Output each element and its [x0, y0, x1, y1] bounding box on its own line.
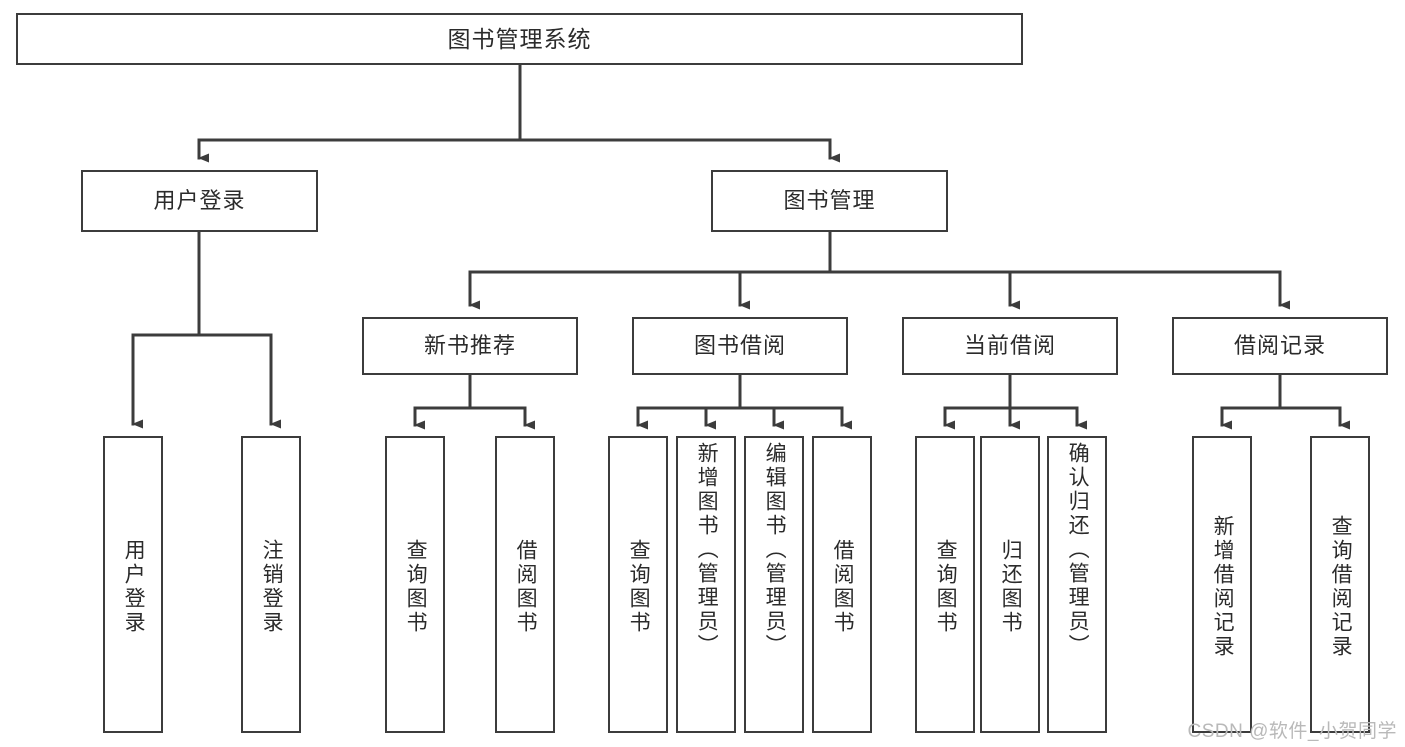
node-label: 查询图书: [934, 538, 958, 635]
node-label: 借阅图书: [514, 538, 538, 635]
node-label: 借阅图书: [831, 538, 855, 635]
node-label: 借阅记录: [1233, 333, 1326, 359]
node-label: 确认归还（管理员）: [1066, 442, 1090, 658]
node-label: 查询借阅记录: [1329, 514, 1353, 659]
node-borrow-record[interactable]: 借阅记录: [1172, 317, 1388, 375]
node-new-book-recommend[interactable]: 新书推荐: [362, 317, 578, 375]
node-leaf-confirm-return[interactable]: 确认归还（管理员）: [1047, 436, 1107, 733]
node-leaf-user-login[interactable]: 用户登录: [103, 436, 163, 733]
node-label: 新书推荐: [423, 333, 516, 359]
node-label: 归还图书: [999, 538, 1023, 635]
node-leaf-borrow-book-recommend[interactable]: 借阅图书: [495, 436, 555, 733]
node-leaf-query-book-current[interactable]: 查询图书: [915, 436, 975, 733]
node-label: 注销登录: [260, 538, 284, 635]
node-label: 用户登录: [153, 188, 246, 214]
node-label: 编辑图书（管理员）: [763, 442, 787, 658]
node-current-borrow[interactable]: 当前借阅: [902, 317, 1118, 375]
node-leaf-query-book-borrow[interactable]: 查询图书: [608, 436, 668, 733]
node-label: 图书管理系统: [447, 25, 592, 52]
node-leaf-add-book[interactable]: 新增图书（管理员）: [676, 436, 736, 733]
node-label: 查询图书: [627, 538, 651, 635]
node-label: 新增图书（管理员）: [695, 442, 719, 658]
node-leaf-add-borrow-record[interactable]: 新增借阅记录: [1192, 436, 1252, 733]
node-label: 图书借阅: [693, 333, 786, 359]
node-leaf-edit-book[interactable]: 编辑图书（管理员）: [744, 436, 804, 733]
node-leaf-query-book-recommend[interactable]: 查询图书: [385, 436, 445, 733]
node-leaf-return-book[interactable]: 归还图书: [980, 436, 1040, 733]
node-leaf-query-borrow-record[interactable]: 查询借阅记录: [1310, 436, 1370, 733]
node-root-book-management-system[interactable]: 图书管理系统: [16, 13, 1023, 65]
node-leaf-borrow-book[interactable]: 借阅图书: [812, 436, 872, 733]
node-book-borrow[interactable]: 图书借阅: [632, 317, 848, 375]
node-label: 图书管理: [783, 188, 876, 214]
node-book-manage[interactable]: 图书管理: [711, 170, 948, 232]
node-label: 新增借阅记录: [1211, 514, 1235, 659]
node-user-login[interactable]: 用户登录: [81, 170, 318, 232]
node-label: 当前借阅: [963, 333, 1056, 359]
node-label: 用户登录: [122, 538, 146, 635]
node-label: 查询图书: [404, 538, 428, 635]
node-leaf-logout-login[interactable]: 注销登录: [241, 436, 301, 733]
